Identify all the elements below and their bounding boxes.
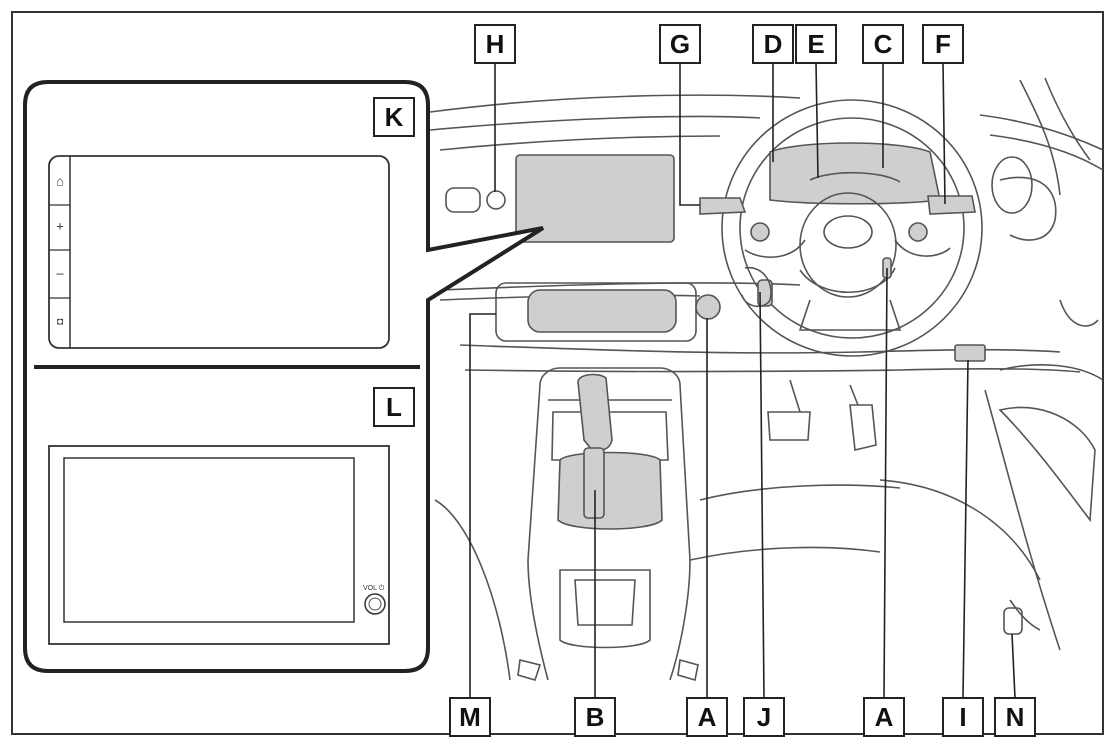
callout-f: F — [922, 24, 964, 64]
callout-a-left: A — [686, 697, 728, 737]
callout-a-right-label: A — [875, 702, 894, 732]
volume-down-button[interactable]: – — [56, 266, 64, 281]
callout-b: B — [574, 697, 616, 737]
callout-m: M — [449, 697, 491, 737]
callout-g: G — [659, 24, 701, 64]
inset-k-display: ⌂ + – ◘ — [48, 155, 390, 349]
side-switch-i — [954, 344, 986, 362]
callout-h: H — [474, 24, 516, 64]
switch-button-a-left — [695, 294, 721, 320]
back-icon[interactable]: ◘ — [57, 317, 63, 328]
home-icon[interactable]: ⌂ — [56, 174, 64, 189]
shift-lever — [577, 373, 613, 452]
callout-h-label: H — [486, 29, 505, 59]
dashboard-drawing — [429, 77, 1104, 682]
power-volume-knob[interactable] — [364, 593, 386, 615]
leader-lines — [469, 62, 1016, 699]
callout-a-right: A — [863, 697, 905, 737]
climate-panel — [527, 289, 677, 333]
callout-n: N — [994, 697, 1036, 737]
callout-c-label: C — [874, 29, 893, 59]
callout-l-label: L — [386, 392, 402, 422]
callout-f-label: F — [935, 29, 951, 59]
callout-i-label: I — [959, 702, 966, 732]
inset-l-display: VOL ⏻ — [48, 445, 390, 645]
callout-a-left-label: A — [698, 702, 717, 732]
callout-b-label: B — [586, 702, 605, 732]
volume-up-button[interactable]: + — [56, 219, 64, 234]
center-display — [515, 154, 675, 243]
callout-e-label: E — [807, 29, 824, 59]
callout-e: E — [795, 24, 837, 64]
callout-i: I — [942, 697, 984, 737]
vol-power-label: VOL ⏻ — [363, 584, 385, 592]
callout-c: C — [862, 24, 904, 64]
callout-j-label: J — [757, 702, 771, 732]
callout-k: K — [373, 97, 415, 137]
inset-panel: ⌂ + – ◘ VOL ⏻ — [23, 80, 545, 673]
callout-d: D — [752, 24, 794, 64]
callout-n-label: N — [1006, 702, 1025, 732]
callout-j: J — [743, 697, 785, 737]
diagram-frame — [11, 11, 1104, 735]
callout-d-label: D — [764, 29, 783, 59]
callout-l: L — [373, 387, 415, 427]
shift-gate — [557, 451, 663, 530]
callout-m-label: M — [459, 702, 481, 732]
callout-k-label: K — [385, 102, 404, 132]
callout-g-label: G — [670, 29, 690, 59]
